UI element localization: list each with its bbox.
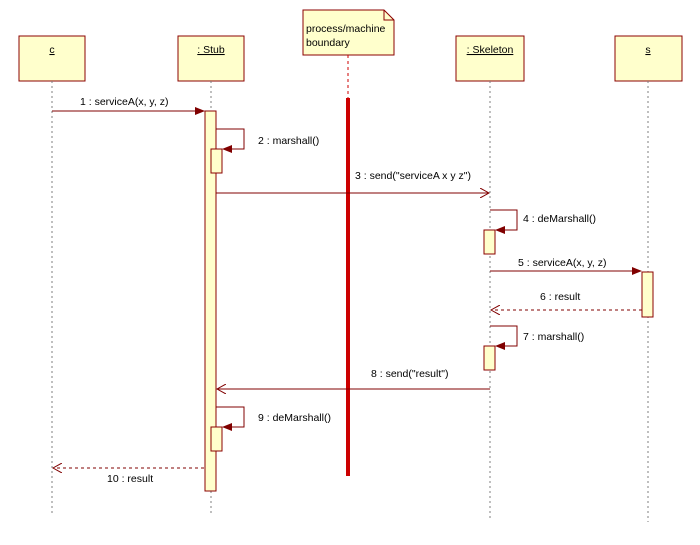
message-8-label: 8 : send("result") bbox=[371, 368, 448, 380]
message-5-label: 5 : serviceA(x, y, z) bbox=[518, 257, 607, 269]
activation-stub-demarshall bbox=[210, 426, 223, 452]
lifeline-label-skeleton: : Skeleton bbox=[467, 44, 514, 56]
message-6-label: 6 : result bbox=[540, 291, 580, 303]
message-2-arrow bbox=[216, 128, 245, 153]
activation-s bbox=[641, 271, 654, 318]
message-1-label: 1 : serviceA(x, y, z) bbox=[80, 96, 169, 108]
message-4-label: 4 : deMarshall() bbox=[523, 213, 596, 225]
message-3-label: 3 : send("serviceA x y z") bbox=[355, 170, 471, 182]
note-shape bbox=[302, 9, 395, 56]
message-4: 4 : deMarshall() bbox=[490, 209, 596, 234]
lifeline-head-c bbox=[18, 35, 86, 82]
activation-stub-main bbox=[204, 110, 217, 492]
lifeline-label-s: s bbox=[645, 44, 650, 56]
activation-stub-marshall bbox=[210, 148, 223, 174]
message-9-arrow bbox=[216, 406, 245, 431]
activation-skeleton-demarshall bbox=[483, 229, 496, 255]
message-9-label: 9 : deMarshall() bbox=[258, 412, 331, 424]
lifeline-head-s bbox=[614, 35, 683, 82]
message-7-label: 7 : marshall() bbox=[523, 331, 584, 343]
message-10-label: 10 : result bbox=[107, 473, 153, 485]
activation-skeleton-marshall bbox=[483, 345, 496, 371]
lifeline-head-skeleton bbox=[455, 35, 525, 82]
note-line-1: process/machine bbox=[306, 23, 386, 35]
note-fold bbox=[383, 10, 394, 21]
message-2-label: 2 : marshall() bbox=[258, 135, 319, 147]
message-6: 6 : result bbox=[491, 291, 642, 310]
message-2: 2 : marshall() bbox=[216, 128, 319, 153]
message-7: 7 : marshall() bbox=[490, 325, 584, 350]
message-8: 8 : send("result") bbox=[217, 368, 490, 389]
message-7-arrow bbox=[490, 325, 518, 350]
message-3: 3 : send("serviceA x y z") bbox=[216, 170, 489, 193]
message-4-arrow bbox=[490, 209, 518, 234]
boundary-bar bbox=[346, 98, 350, 476]
lifeline-skeleton: : Skeleton bbox=[455, 35, 525, 518]
lifeline-stub: : Stub bbox=[177, 35, 245, 515]
lifeline-head-stub bbox=[177, 35, 245, 82]
note-line-2: boundary bbox=[306, 37, 351, 49]
message-9: 9 : deMarshall() bbox=[216, 406, 331, 431]
lifeline-label-c: c bbox=[49, 44, 54, 56]
message-5: 5 : serviceA(x, y, z) bbox=[490, 257, 642, 275]
boundary-note: process/machine boundary bbox=[302, 9, 395, 476]
lifeline-c: c bbox=[18, 35, 86, 515]
message-10: 10 : result bbox=[53, 468, 204, 485]
lifeline-label-stub: : Stub bbox=[197, 44, 225, 56]
message-1: 1 : serviceA(x, y, z) bbox=[52, 96, 205, 115]
